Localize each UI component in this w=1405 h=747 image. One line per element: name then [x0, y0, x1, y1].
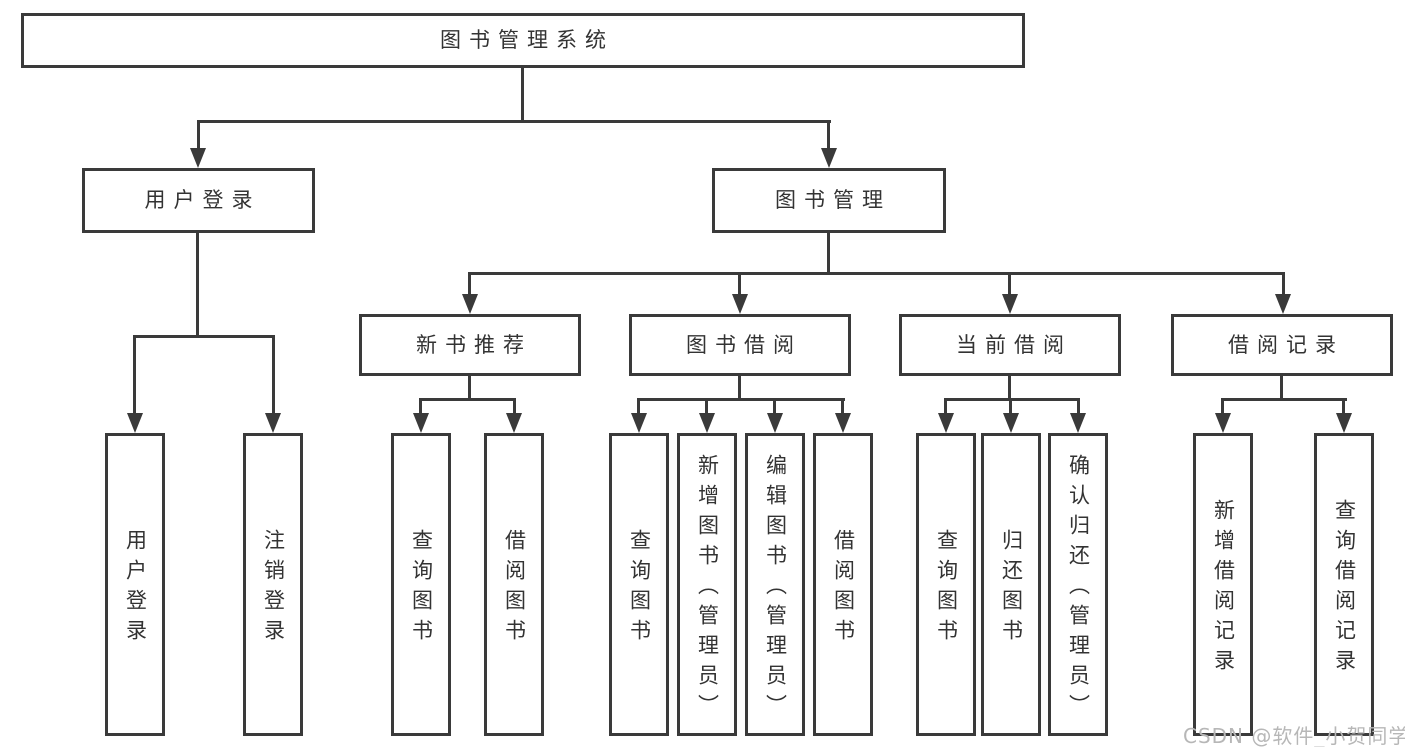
arrowhead-down-icon: [506, 413, 522, 433]
arrowhead-down-icon: [1002, 294, 1018, 314]
leaf-bb-borrow-books: 借阅图书: [813, 433, 873, 736]
arrowhead-down-icon: [732, 294, 748, 314]
connector-drop-new-book: [468, 272, 471, 298]
connector-user-login-bar: [133, 335, 275, 338]
leaf-nb-borrow-books: 借阅图书: [484, 433, 544, 736]
connector-drop-leaf-logout: [272, 335, 275, 417]
node-current-borrow: 当前借阅: [899, 314, 1121, 376]
leaf-user-login: 用户登录: [105, 433, 165, 736]
connector-drop-br-query: [1342, 398, 1345, 416]
arrowhead-down-icon: [265, 413, 281, 433]
csdn-watermark: CSDN @软件_小贺同学: [1183, 724, 1405, 747]
node-borrow-record: 借阅记录: [1171, 314, 1393, 376]
leaf-cb-query-books: 查询图书: [916, 433, 976, 736]
connector-drop-bb-borrow: [841, 398, 844, 416]
connector-current-borrow-bar: [944, 398, 1080, 401]
connector-book-borrow-bar: [637, 398, 845, 401]
arrowhead-down-icon: [462, 294, 478, 314]
leaf-logout: 注销登录: [243, 433, 303, 736]
leaf-bb-edit-books-admin: 编辑图书（管理员）: [745, 433, 805, 736]
leaf-br-add-record: 新增借阅记录: [1193, 433, 1253, 736]
node-book-borrow: 图书借阅: [629, 314, 851, 376]
arrowhead-down-icon: [190, 148, 206, 168]
arrowhead-down-icon: [835, 413, 851, 433]
connector-drop-br-add: [1221, 398, 1224, 416]
arrowhead-down-icon: [127, 413, 143, 433]
connector-drop-book-mgmt: [827, 120, 830, 152]
connector-drop-bb-add: [705, 398, 708, 416]
arrowhead-down-icon: [1003, 413, 1019, 433]
arrowhead-down-icon: [767, 413, 783, 433]
connector-borrow-record-trunk: [1280, 376, 1283, 398]
connector-drop-cb-return: [1009, 398, 1012, 416]
connector-drop-cb-query: [944, 398, 947, 416]
connector-drop-nb-borrow: [513, 398, 516, 416]
connector-current-borrow-trunk: [1008, 376, 1011, 398]
connector-drop-leaf-user-login: [133, 335, 136, 417]
connector-new-book-trunk: [468, 376, 471, 398]
arrowhead-down-icon: [699, 413, 715, 433]
arrowhead-down-icon: [938, 413, 954, 433]
connector-user-login-trunk: [196, 233, 199, 335]
arrowhead-down-icon: [631, 413, 647, 433]
connector-new-book-bar: [419, 398, 516, 401]
arrowhead-down-icon: [1275, 294, 1291, 314]
connector-borrow-record-bar: [1221, 398, 1347, 401]
node-user-login: 用户登录: [82, 168, 315, 233]
node-root: 图书管理系统: [21, 13, 1025, 68]
connector-drop-nb-query: [419, 398, 422, 416]
leaf-bb-query-books: 查询图书: [609, 433, 669, 736]
connector-book-borrow-trunk: [738, 376, 741, 398]
connector-drop-bb-edit: [773, 398, 776, 416]
connector-root-bar: [197, 120, 831, 123]
connector-book-mgmt-trunk: [827, 233, 830, 272]
leaf-nb-query-books: 查询图书: [391, 433, 451, 736]
connector-drop-cb-confirm: [1077, 398, 1080, 416]
arrowhead-down-icon: [1215, 413, 1231, 433]
connector-drop-book-borrow: [738, 272, 741, 298]
connector-drop-user-login: [197, 120, 200, 152]
connector-drop-borrow-record: [1282, 272, 1285, 298]
leaf-br-query-record: 查询借阅记录: [1314, 433, 1374, 736]
connector-drop-bb-query: [637, 398, 640, 416]
arrowhead-down-icon: [1070, 413, 1086, 433]
arrowhead-down-icon: [1336, 413, 1352, 433]
connector-root-trunk: [521, 68, 524, 120]
leaf-cb-confirm-return-admin: 确认归还（管理员）: [1048, 433, 1108, 736]
leaf-cb-return-books: 归还图书: [981, 433, 1041, 736]
node-new-book: 新书推荐: [359, 314, 581, 376]
node-book-mgmt: 图书管理: [712, 168, 946, 233]
leaf-bb-add-books-admin: 新增图书（管理员）: [677, 433, 737, 736]
arrowhead-down-icon: [821, 148, 837, 168]
arrowhead-down-icon: [413, 413, 429, 433]
connector-book-mgmt-bar: [468, 272, 1285, 275]
connector-drop-current-borrow: [1008, 272, 1011, 298]
